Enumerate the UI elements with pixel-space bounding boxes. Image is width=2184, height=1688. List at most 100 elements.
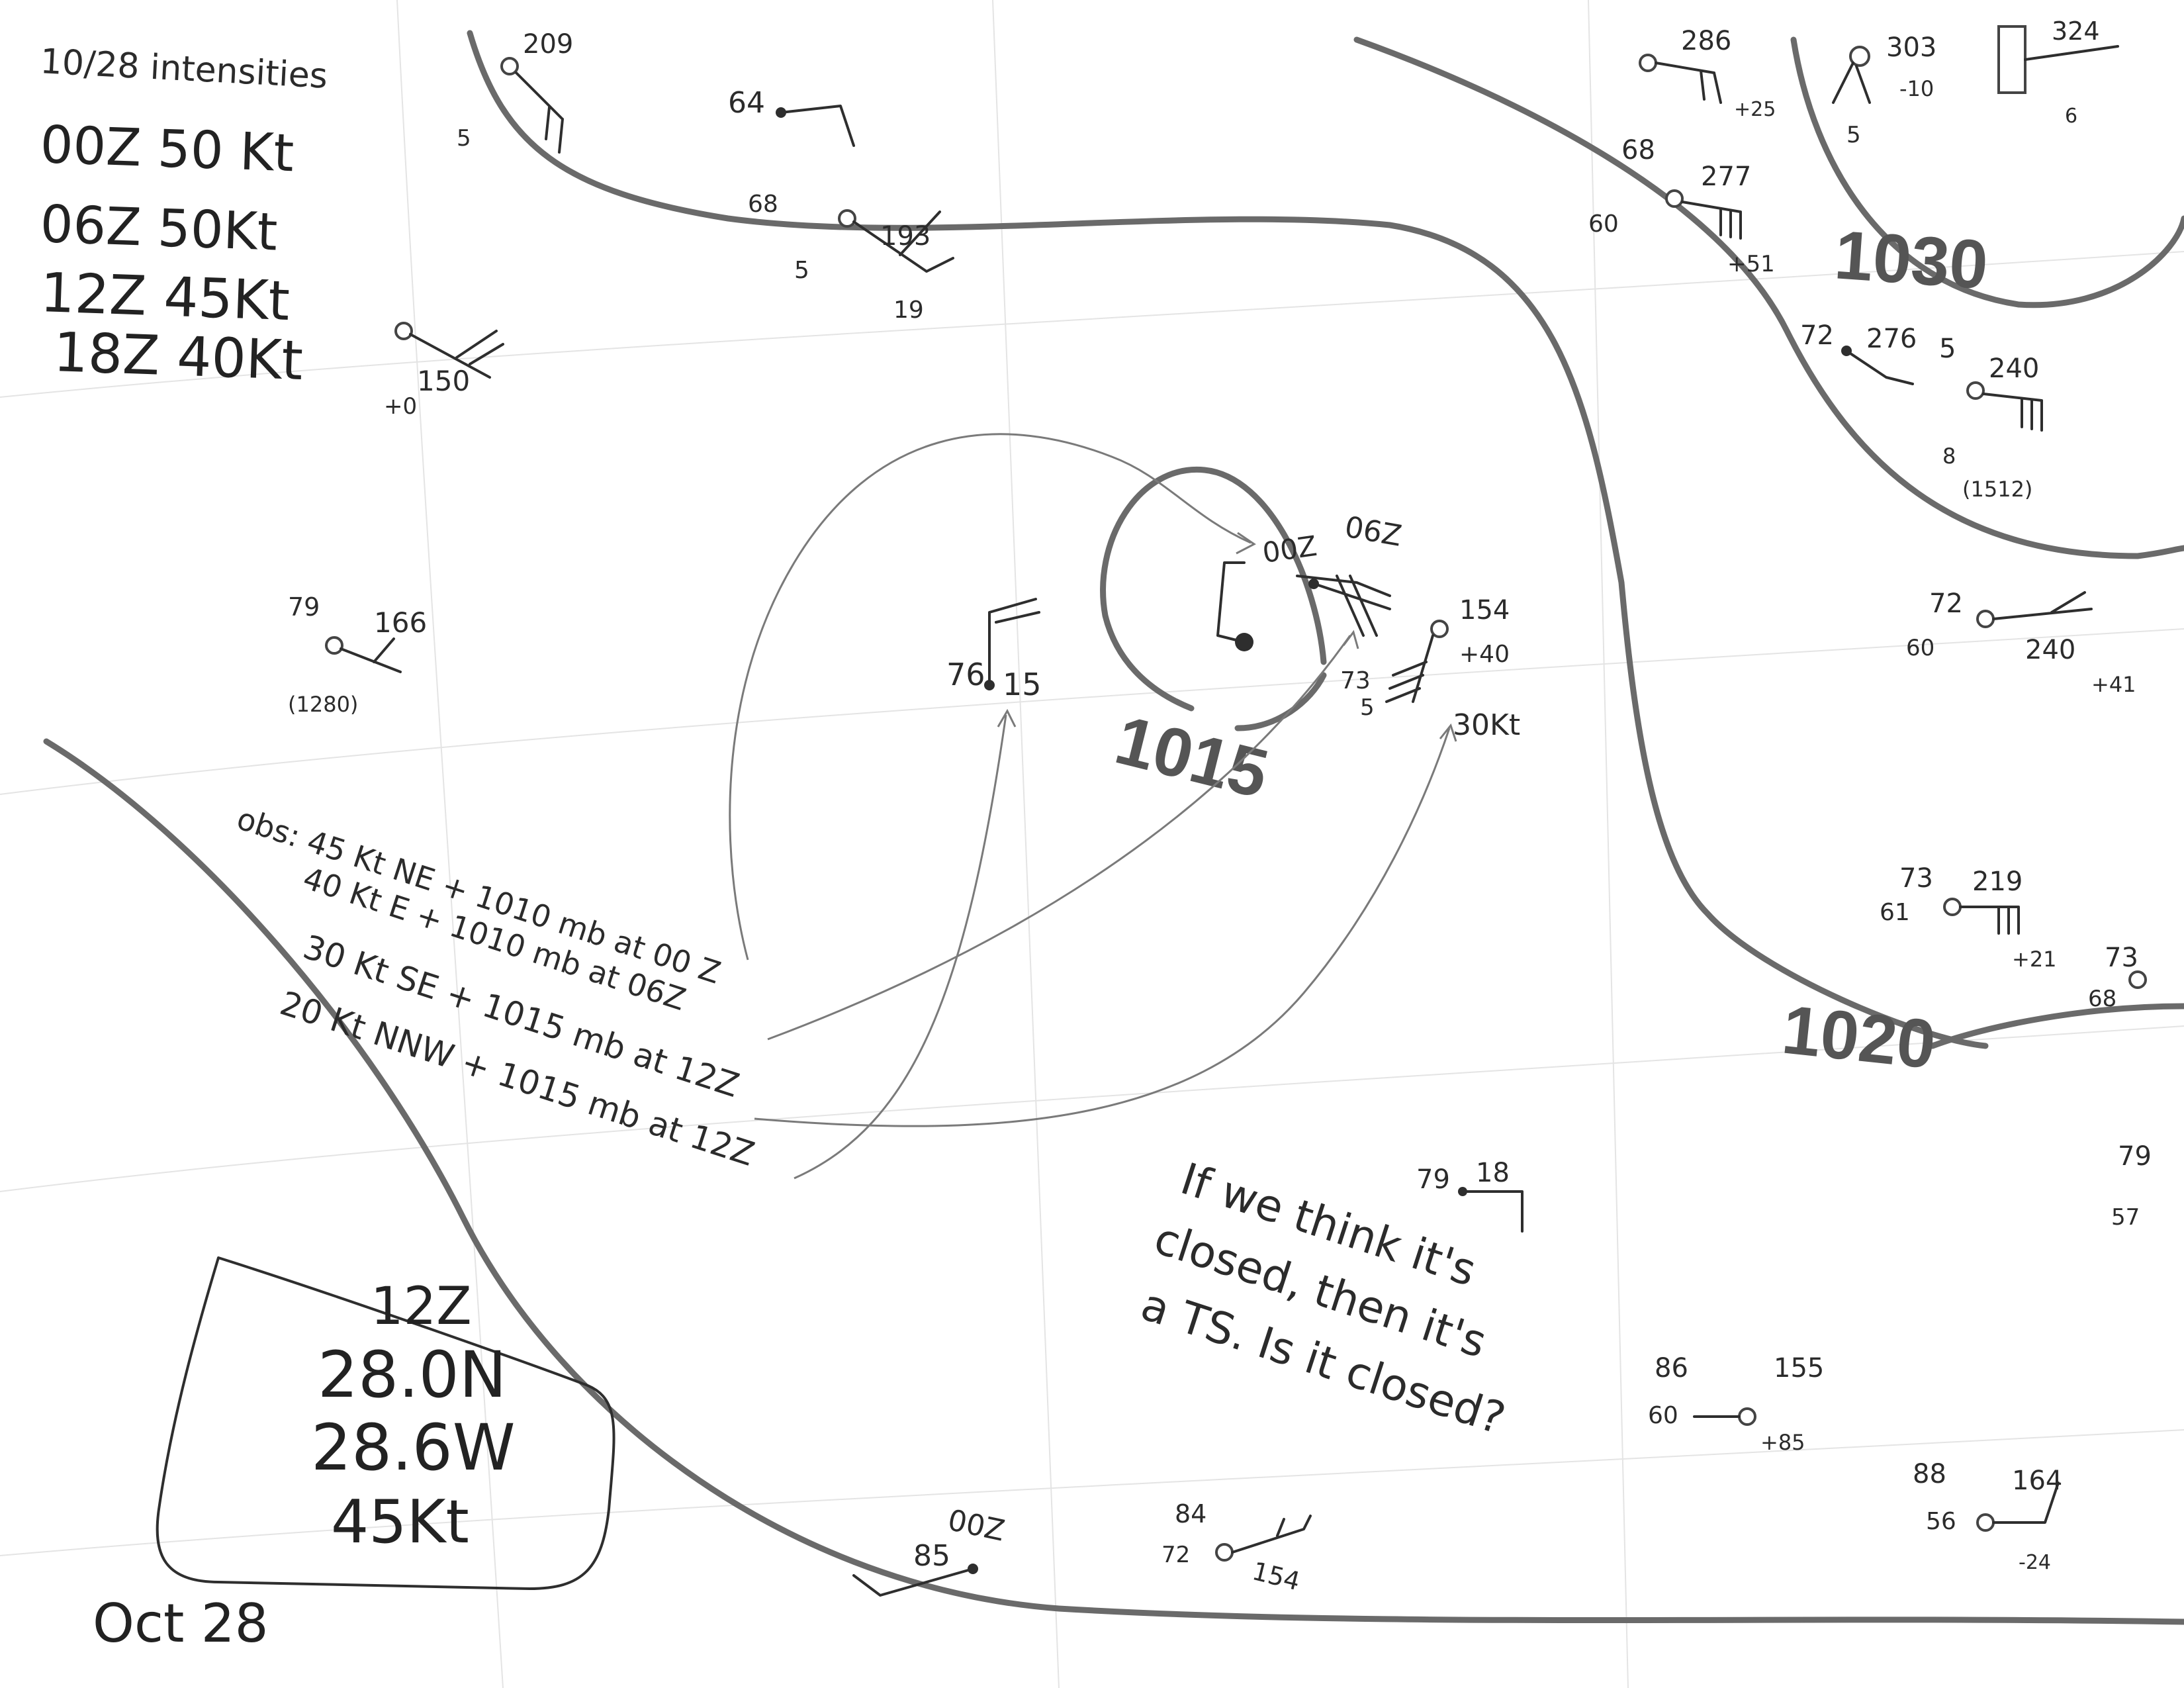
intensity-12z: 12Z 45Kt	[39, 261, 291, 333]
intensity-00z: 00Z 50 Kt	[39, 115, 295, 183]
svg-text:303: 303	[1886, 32, 1936, 63]
svg-text:68: 68	[748, 191, 778, 218]
center-label-00z: 00Z	[1261, 530, 1319, 569]
svg-text:86: 86	[1655, 1353, 1688, 1383]
station-s4: 150 +0	[384, 322, 504, 420]
svg-text:72: 72	[1929, 588, 1963, 619]
svg-text:166: 166	[374, 606, 427, 639]
svg-text:15: 15	[1003, 667, 1042, 702]
station-plots: 209 5 64 68 193 5 19 150 +0 79 166	[288, 17, 2152, 1597]
intensities-title: 10/28 intensities	[39, 42, 328, 97]
question-note: If we think it's closed, then it's a TS.…	[1135, 1153, 1511, 1444]
svg-text:5: 5	[1939, 334, 1956, 364]
isobar-label-1020: 1020	[1779, 992, 1939, 1084]
svg-text:72: 72	[1161, 1542, 1190, 1568]
station-s13: 240 8 (1512)	[1942, 353, 2043, 502]
station-s6: 76 15	[946, 598, 1042, 702]
svg-text:72: 72	[1800, 320, 1834, 351]
svg-text:209: 209	[523, 29, 573, 60]
svg-text:154: 154	[1250, 1556, 1303, 1596]
station-s11: 324 6	[1997, 17, 2119, 128]
position-intensity: 45Kt	[331, 1487, 469, 1557]
station-s14: 72 240 60 +41	[1906, 588, 2136, 697]
isobar-1030	[1790, 36, 2184, 308]
svg-text:68: 68	[1621, 135, 1655, 165]
svg-text:18: 18	[1476, 1158, 1510, 1188]
svg-text:73: 73	[2105, 943, 2138, 973]
position-lat: 28.0N	[318, 1338, 507, 1412]
svg-text:84: 84	[1175, 1499, 1206, 1528]
svg-text:5: 5	[1360, 694, 1375, 721]
svg-text:00Z: 00Z	[945, 1503, 1008, 1548]
low-center-cluster: 00Z 06Z	[1216, 510, 1404, 651]
station-s9: 68 277 60 +51	[1588, 135, 1775, 277]
svg-text:219: 219	[1972, 867, 2023, 897]
station-s20: 88 164 56 -24	[1913, 1459, 2062, 1574]
isobar-south	[43, 738, 2184, 1625]
svg-text:73: 73	[1899, 863, 1933, 894]
svg-text:+85: +85	[1760, 1430, 1805, 1455]
station-s17: 79 57	[2111, 1141, 2152, 1231]
position-box: 12Z 28.0N 28.6W 45Kt	[156, 1256, 615, 1590]
isobar-upper-left	[467, 30, 1989, 1049]
svg-text:+51: +51	[1727, 251, 1775, 277]
station-s7: 154 +40 5 73 30Kt	[1340, 595, 1520, 742]
svg-text:60: 60	[1588, 211, 1619, 238]
isobar-upper-right	[1353, 36, 2184, 559]
station-s15: 73 219 61 +21	[1880, 863, 2057, 972]
isobar-right-1020	[1929, 1003, 2184, 1049]
isobar-label-1015: 1015	[1108, 702, 1275, 814]
svg-text:(1280): (1280)	[288, 692, 358, 717]
svg-text:-24: -24	[2019, 1551, 2051, 1574]
svg-text:79: 79	[288, 592, 320, 622]
svg-text:88: 88	[1913, 1459, 1946, 1489]
station-s1: 209 5	[457, 29, 573, 154]
svg-text:+25: +25	[1734, 98, 1776, 121]
station-s19: 86 155 60 +85	[1648, 1353, 1824, 1455]
svg-text:56: 56	[1926, 1508, 1956, 1535]
center-label-06z: 06Z	[1342, 510, 1404, 553]
isobar-label-1030: 1030	[1832, 216, 1990, 304]
svg-text:79: 79	[1416, 1164, 1450, 1195]
intensity-18z: 18Z 40Kt	[52, 321, 304, 393]
svg-text:193: 193	[880, 221, 931, 252]
position-time: 12Z	[371, 1277, 472, 1336]
station-s21: 84 154 72	[1161, 1499, 1312, 1596]
annotation-arrows	[729, 433, 1457, 1180]
svg-text:150: 150	[417, 365, 470, 397]
svg-text:155: 155	[1774, 1353, 1824, 1383]
svg-text:286: 286	[1681, 26, 1731, 56]
svg-text:60: 60	[1648, 1402, 1678, 1429]
svg-text:5: 5	[457, 125, 471, 152]
svg-text:5: 5	[1846, 122, 1861, 148]
svg-text:277: 277	[1701, 162, 1751, 192]
svg-text:+41: +41	[2091, 672, 2136, 697]
svg-text:240: 240	[1989, 353, 2039, 384]
intensity-06z: 06Z 50Kt	[39, 195, 278, 262]
svg-text:73: 73	[1340, 667, 1371, 694]
svg-text:154: 154	[1459, 595, 1510, 626]
station-s3: 68 193 5 19	[748, 191, 954, 324]
svg-text:+21: +21	[2012, 947, 2057, 972]
svg-text:64: 64	[728, 86, 765, 120]
svg-text:68: 68	[2088, 986, 2116, 1012]
station-s8: 286 +25	[1639, 26, 1776, 121]
svg-text:164: 164	[2012, 1466, 2062, 1496]
svg-text:-10: -10	[1899, 76, 1934, 101]
svg-text:8: 8	[1942, 444, 1956, 469]
low-center-marker	[1235, 633, 1253, 651]
svg-text:+0: +0	[384, 393, 417, 420]
station-s10: 303 -10 5	[1832, 32, 1936, 148]
svg-text:5: 5	[794, 257, 809, 284]
station-s2: 64	[728, 86, 855, 147]
svg-text:57: 57	[2111, 1204, 2140, 1231]
svg-text:19: 19	[893, 297, 924, 324]
svg-text:240: 240	[2025, 635, 2075, 665]
station-s18: 79 18	[1416, 1158, 1524, 1233]
date-label: Oct 28	[93, 1593, 269, 1654]
svg-text:(1512): (1512)	[1962, 477, 2032, 502]
svg-text:60: 60	[1906, 635, 1934, 661]
svg-text:30Kt: 30Kt	[1453, 708, 1520, 742]
svg-text:+40: +40	[1459, 641, 1510, 668]
